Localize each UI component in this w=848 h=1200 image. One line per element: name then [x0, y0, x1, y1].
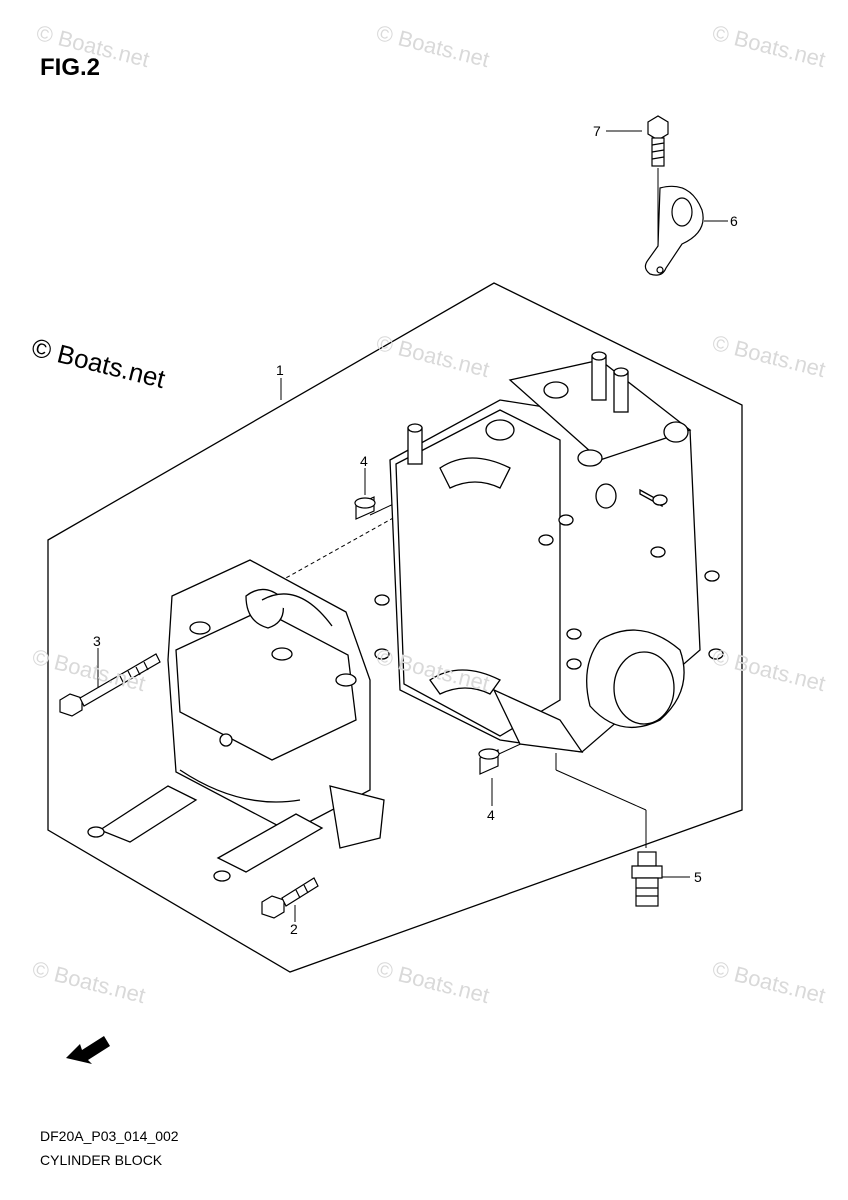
callout-3: 3	[93, 633, 101, 649]
diagram-code: DF20A_P03_014_002	[40, 1128, 179, 1144]
bolt-part-2	[261, 877, 319, 919]
cylinder-head	[87, 559, 385, 882]
callout-1: 1	[276, 362, 284, 378]
callout-7: 7	[593, 123, 601, 139]
bolt-part-7	[647, 115, 669, 167]
bolt-part-3	[59, 653, 161, 717]
dowel-pin-part-4-top	[354, 496, 376, 520]
figure-title: FIG.2	[40, 54, 101, 81]
callout-6: 6	[730, 213, 738, 229]
callout-4-top: 4	[360, 453, 368, 469]
cylinder-block	[374, 351, 724, 753]
dowel-pin-part-4-bottom	[478, 748, 500, 775]
bracket-part-6	[644, 185, 704, 276]
fwd-arrow-icon	[66, 1036, 110, 1064]
assembly-frame	[47, 282, 743, 973]
callout-4-bottom: 4	[487, 807, 495, 823]
callout-2: 2	[290, 921, 298, 937]
fitting-part-5	[631, 851, 663, 907]
diagram-name: CYLINDER BLOCK	[40, 1152, 163, 1168]
callout-5: 5	[694, 869, 702, 885]
